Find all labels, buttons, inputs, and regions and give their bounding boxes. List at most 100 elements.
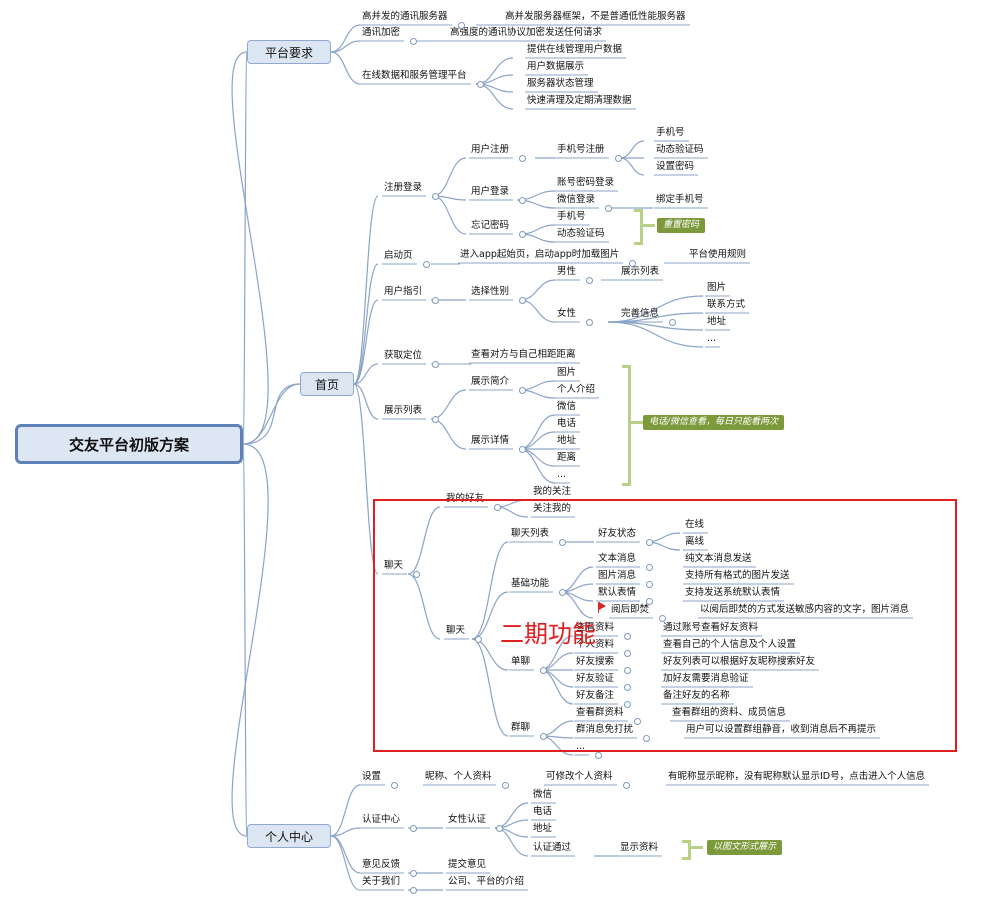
node-settings-a[interactable]: 昵称、个人资料 [425, 771, 492, 782]
node-submit-feedback[interactable]: 提交意见 [448, 859, 487, 870]
node-complete-info[interactable]: 完善信息 [621, 308, 660, 319]
collapse-toggle-icon[interactable] [494, 504, 501, 511]
node-group-detail[interactable]: 查看群组的资料、成员信息 [672, 707, 787, 718]
node-register-item[interactable]: 设置密码 [656, 161, 695, 172]
node-female-auth[interactable]: 女性认证 [448, 814, 487, 825]
node-location[interactable]: 获取定位 [384, 350, 423, 361]
node-basic-detail[interactable]: 支持发送系统默认表情 [685, 587, 781, 598]
node-detail-item[interactable]: ... [557, 469, 567, 480]
node-about-detail[interactable]: 公司、平台的介绍 [448, 876, 525, 887]
collapse-toggle-icon[interactable] [477, 81, 484, 88]
collapse-toggle-icon[interactable] [540, 733, 547, 740]
node-group-item[interactable]: 群消息免打扰 [576, 724, 634, 735]
node-settings-b[interactable]: 可修改个人资料 [546, 771, 613, 782]
node-admin-item[interactable]: 服务器状态管理 [527, 78, 594, 89]
node-single-item[interactable]: 好友备注 [576, 690, 615, 701]
node-admin-item[interactable]: 快速清理及定期清理数据 [527, 95, 632, 106]
node-forgot-item[interactable]: 手机号 [557, 211, 586, 222]
node-single-chat[interactable]: 单聊 [511, 656, 531, 667]
node-feedback[interactable]: 意见反馈 [362, 859, 401, 870]
collapse-toggle-icon[interactable] [475, 636, 482, 643]
node-showcase[interactable]: 展示列表 [384, 405, 423, 416]
node-basic-detail[interactable]: 支持所有格式的图片发送 [685, 570, 790, 581]
node-intro-item[interactable]: 图片 [557, 367, 577, 378]
node-group-item[interactable]: ... [576, 741, 586, 752]
collapse-toggle-icon[interactable] [646, 539, 653, 546]
node-register-item[interactable]: 手机号 [656, 127, 685, 138]
node-complete-item[interactable]: 联系方式 [707, 299, 746, 310]
node-user-register[interactable]: 用户注册 [471, 144, 510, 155]
node-single-detail[interactable]: 加好友需要消息验证 [663, 673, 749, 684]
node-detail-item[interactable]: 地址 [557, 435, 577, 446]
node-bind-phone[interactable]: 绑定手机号 [656, 194, 704, 205]
node-complete-item[interactable]: ... [707, 333, 717, 344]
node-register-item[interactable]: 动态验证码 [656, 144, 704, 155]
collapse-toggle-icon[interactable] [496, 825, 503, 832]
node-show-list[interactable]: 展示列表 [621, 266, 660, 277]
node-basic-detail[interactable]: 以阅后即焚的方式发送敏感内容的文字，图片消息 [700, 604, 910, 615]
node-platform-rules[interactable]: 平台使用规则 [689, 249, 747, 260]
collapse-toggle-icon[interactable] [643, 735, 650, 742]
collapse-toggle-icon[interactable] [413, 571, 420, 578]
collapse-toggle-icon[interactable] [624, 701, 631, 708]
collapse-toggle-icon[interactable] [410, 825, 417, 832]
collapse-toggle-icon[interactable] [391, 782, 398, 789]
node-auth-item[interactable]: 地址 [533, 823, 553, 834]
node-single-detail[interactable]: 查看自己的个人信息及个人设置 [663, 639, 797, 650]
collapse-toggle-icon[interactable] [519, 297, 526, 304]
node-single-detail[interactable]: 好友列表可以根据好友昵称搜索好友 [663, 656, 816, 667]
collapse-toggle-icon[interactable] [659, 615, 666, 622]
node-basic-functions[interactable]: 基础功能 [511, 578, 550, 589]
collapse-toggle-icon[interactable] [458, 22, 465, 29]
collapse-toggle-icon[interactable] [519, 387, 526, 394]
node-select-gender[interactable]: 选择性别 [471, 286, 510, 297]
collapse-toggle-icon[interactable] [624, 684, 631, 691]
node-group-chat[interactable]: 群聊 [511, 722, 531, 733]
node-show-details[interactable]: 展示详情 [471, 435, 510, 446]
node-admin-item[interactable]: 用户数据展示 [527, 61, 585, 72]
collapse-toggle-icon[interactable] [432, 361, 439, 368]
node-location-detail[interactable]: 查看对方与自己相距距离 [471, 349, 576, 360]
collapse-toggle-icon[interactable] [595, 752, 602, 759]
topic-platform-requirements[interactable]: 平台要求 [247, 40, 331, 64]
collapse-toggle-icon[interactable] [559, 589, 566, 596]
node-phone-register[interactable]: 手机号注册 [557, 144, 605, 155]
collapse-toggle-icon[interactable] [623, 782, 630, 789]
node-concurrency-detail[interactable]: 高并发服务器框架，不是普通低性能服务器 [505, 11, 686, 22]
node-friends-item[interactable]: 我的关注 [533, 486, 572, 497]
node-launch-detail[interactable]: 进入app起始页，启动app时加载图片 [460, 249, 620, 260]
node-launch-page[interactable]: 启动页 [384, 250, 413, 261]
collapse-toggle-icon[interactable] [605, 205, 612, 212]
root-node[interactable]: 交友平台初版方案 [15, 424, 243, 464]
collapse-toggle-icon[interactable] [634, 718, 641, 725]
node-user-guide[interactable]: 用户指引 [384, 286, 423, 297]
collapse-toggle-icon[interactable] [646, 581, 653, 588]
collapse-toggle-icon[interactable] [519, 446, 526, 453]
node-wechat-login[interactable]: 微信登录 [557, 194, 596, 205]
node-female[interactable]: 女性 [557, 308, 577, 319]
node-basic-item[interactable]: 图片消息 [598, 570, 637, 581]
collapse-toggle-icon[interactable] [559, 539, 566, 546]
collapse-toggle-icon[interactable] [519, 155, 526, 162]
collapse-toggle-icon[interactable] [519, 231, 526, 238]
node-account-login[interactable]: 账号密码登录 [557, 177, 615, 188]
collapse-toggle-icon[interactable] [646, 598, 653, 605]
collapse-toggle-icon[interactable] [432, 416, 439, 423]
collapse-toggle-icon[interactable] [586, 277, 593, 284]
topic-personal-center[interactable]: 个人中心 [247, 824, 331, 848]
node-basic-item[interactable]: 阅后即焚 [611, 604, 650, 615]
collapse-toggle-icon[interactable] [586, 319, 593, 326]
node-basic-detail[interactable]: 纯文本消息发送 [685, 553, 752, 564]
node-basic-item[interactable]: 默认表情 [598, 587, 637, 598]
node-friend-status[interactable]: 好友状态 [598, 528, 637, 539]
node-intro-item[interactable]: 个人介绍 [557, 384, 596, 395]
node-auth-center[interactable]: 认证中心 [362, 814, 401, 825]
collapse-toggle-icon[interactable] [502, 782, 509, 789]
topic-home[interactable]: 首页 [300, 372, 354, 396]
node-forgot-item[interactable]: 动态验证码 [557, 228, 605, 239]
node-chat-sub[interactable]: 聊天 [446, 625, 466, 636]
node-single-detail[interactable]: 通过账号查看好友资料 [663, 622, 759, 633]
node-my-friends[interactable]: 我的好友 [446, 493, 485, 504]
node-complete-item[interactable]: 图片 [707, 282, 727, 293]
node-encryption-detail[interactable]: 高强度的通讯协议加密发送任何请求 [450, 27, 603, 38]
